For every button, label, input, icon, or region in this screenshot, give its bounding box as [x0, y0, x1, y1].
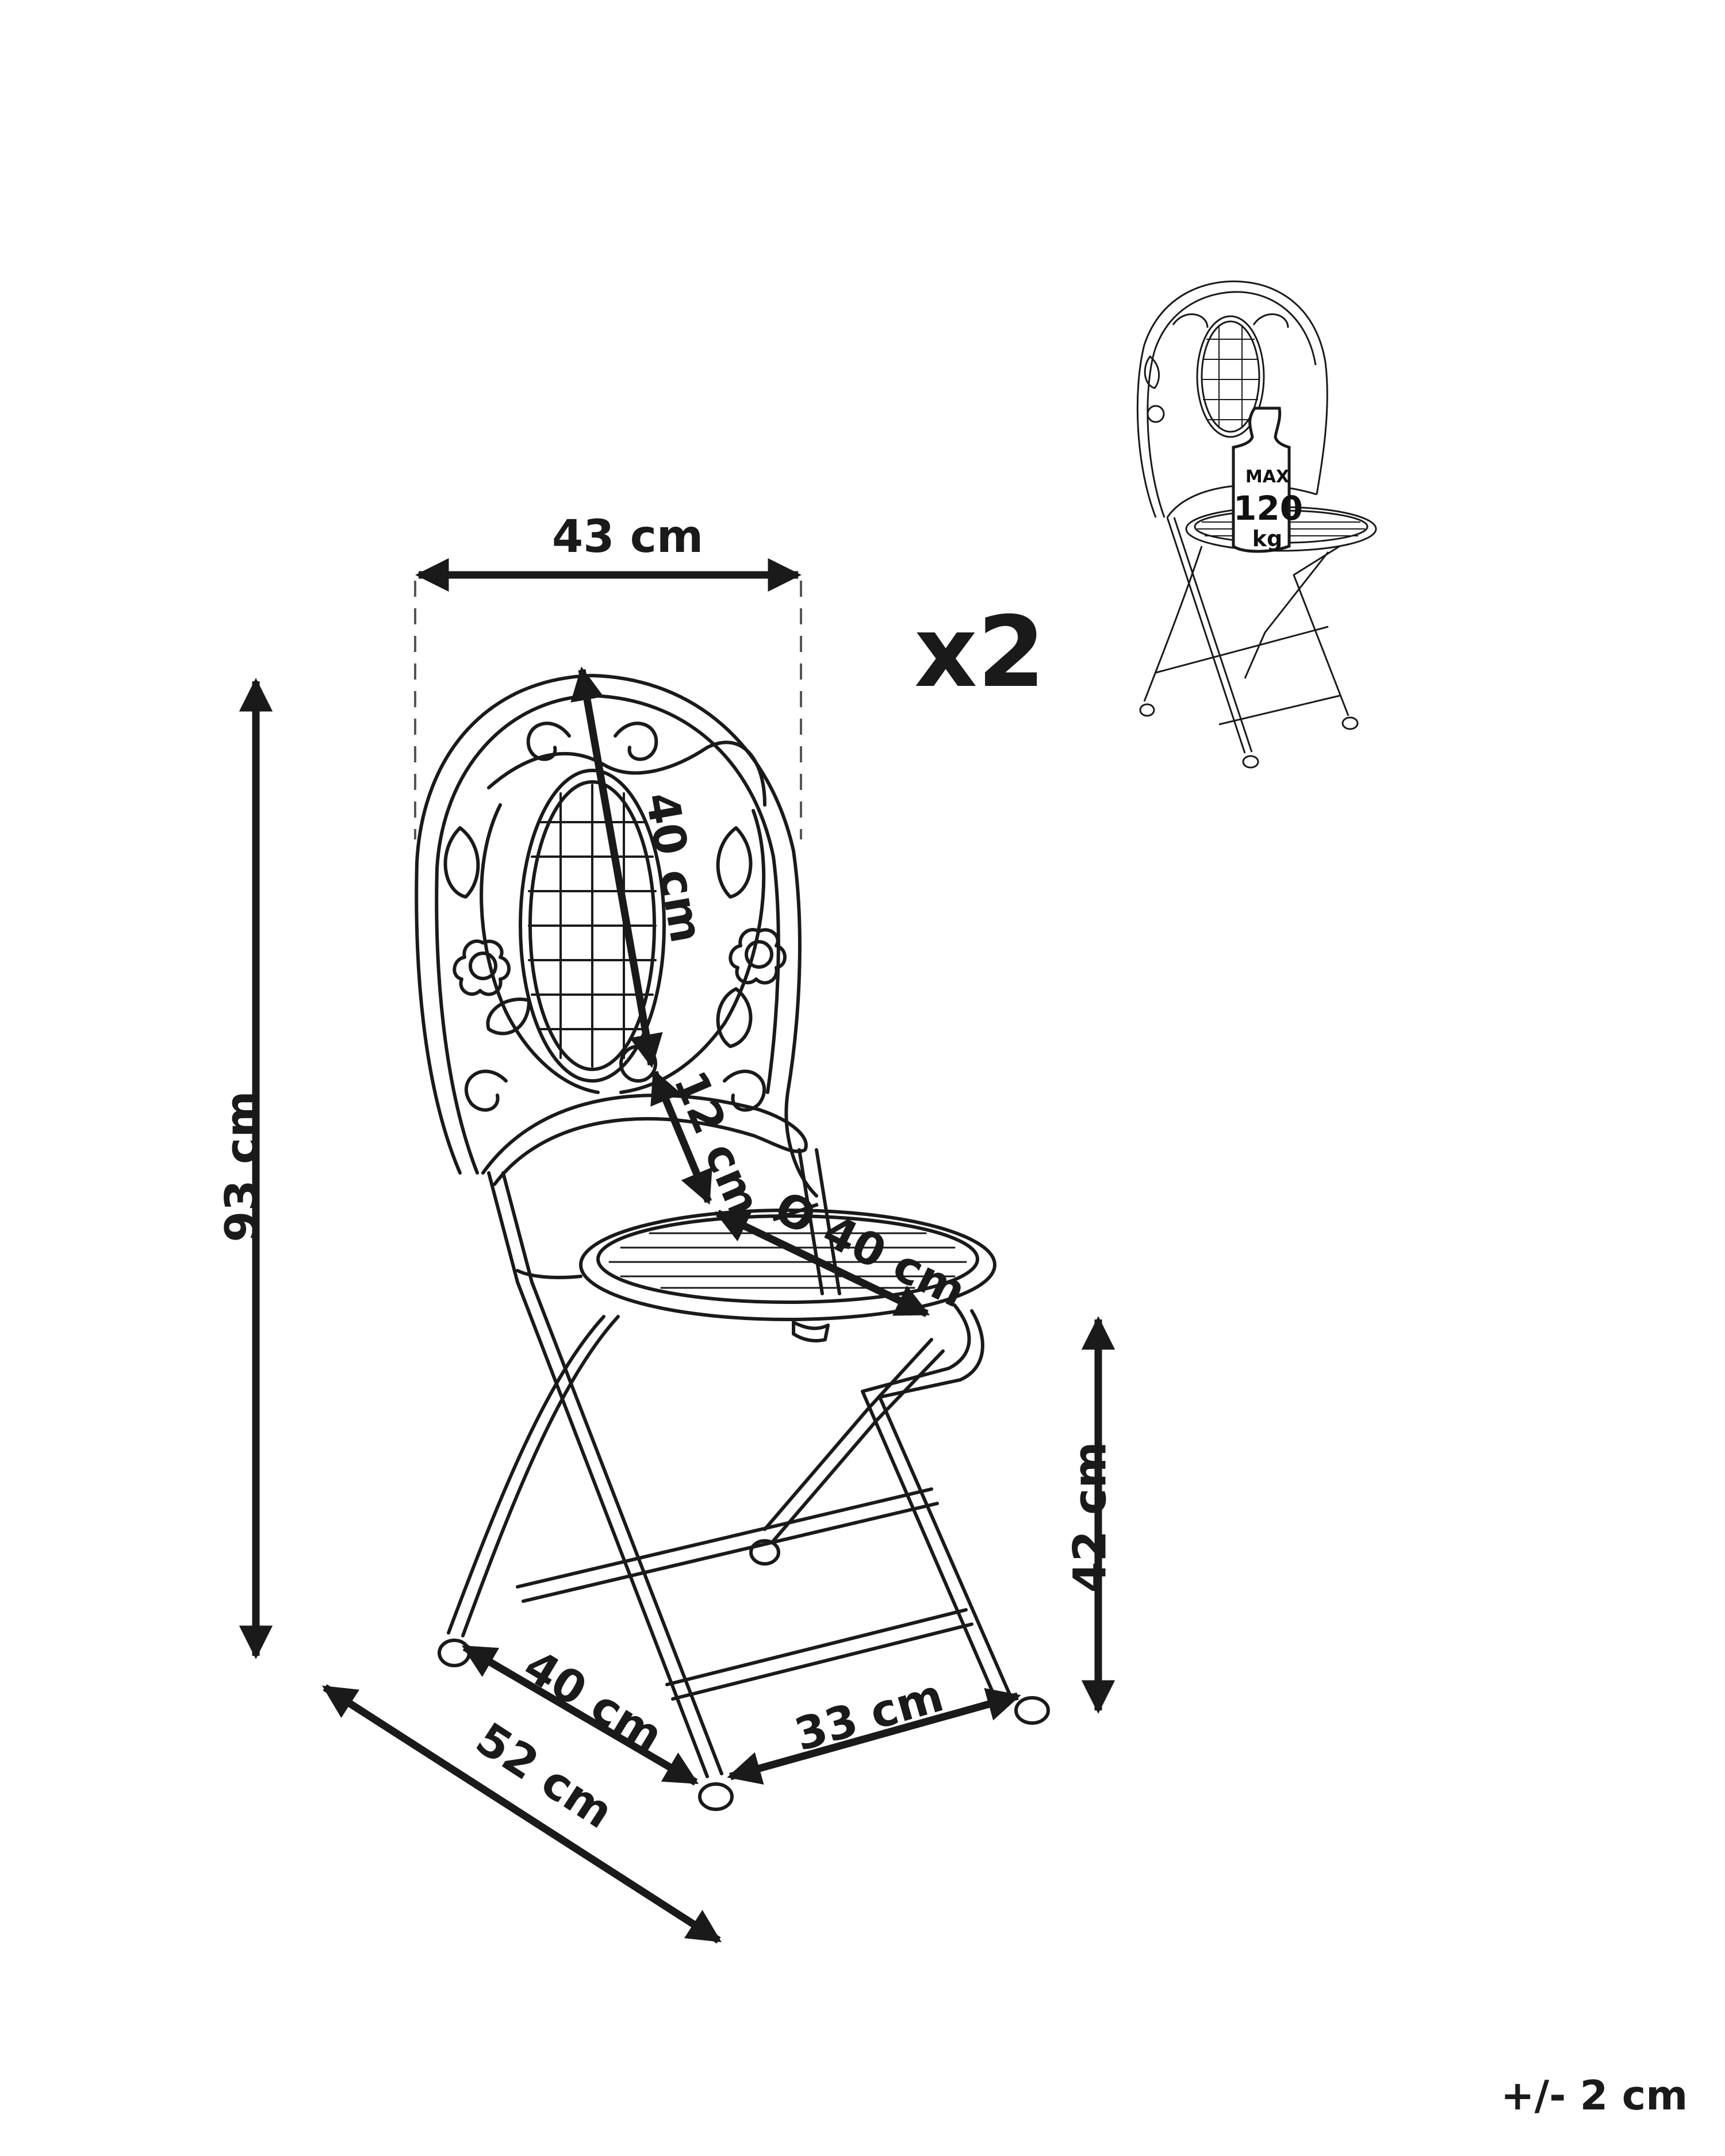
arrow-seat-diameter [714, 1210, 930, 1317]
weight-icon [1232, 406, 1291, 553]
arrow-base-52 [322, 1684, 722, 1944]
label-total-height: 93 cm [216, 1091, 269, 1242]
arrow-backrest-40 [570, 666, 663, 1068]
dimension-arrows [239, 558, 1116, 1944]
arrow-base-33 [727, 1688, 1021, 1785]
weight-badge-value: 120 [1233, 489, 1304, 528]
tolerance-label: +/- 2 cm [1501, 2072, 1688, 2119]
arrow-gap-12 [650, 1069, 712, 1205]
label-width: 43 cm [552, 511, 704, 563]
weight-badge-max: MAX [1245, 467, 1290, 487]
weight-badge-unit: kg [1252, 526, 1283, 551]
width-guides [414, 581, 802, 839]
chair-frame [415, 674, 1050, 1811]
quantity-label: x2 [914, 596, 1045, 709]
label-seat-height: 42 cm [1064, 1441, 1117, 1593]
chair-thumbnail-icon [1136, 280, 1377, 769]
